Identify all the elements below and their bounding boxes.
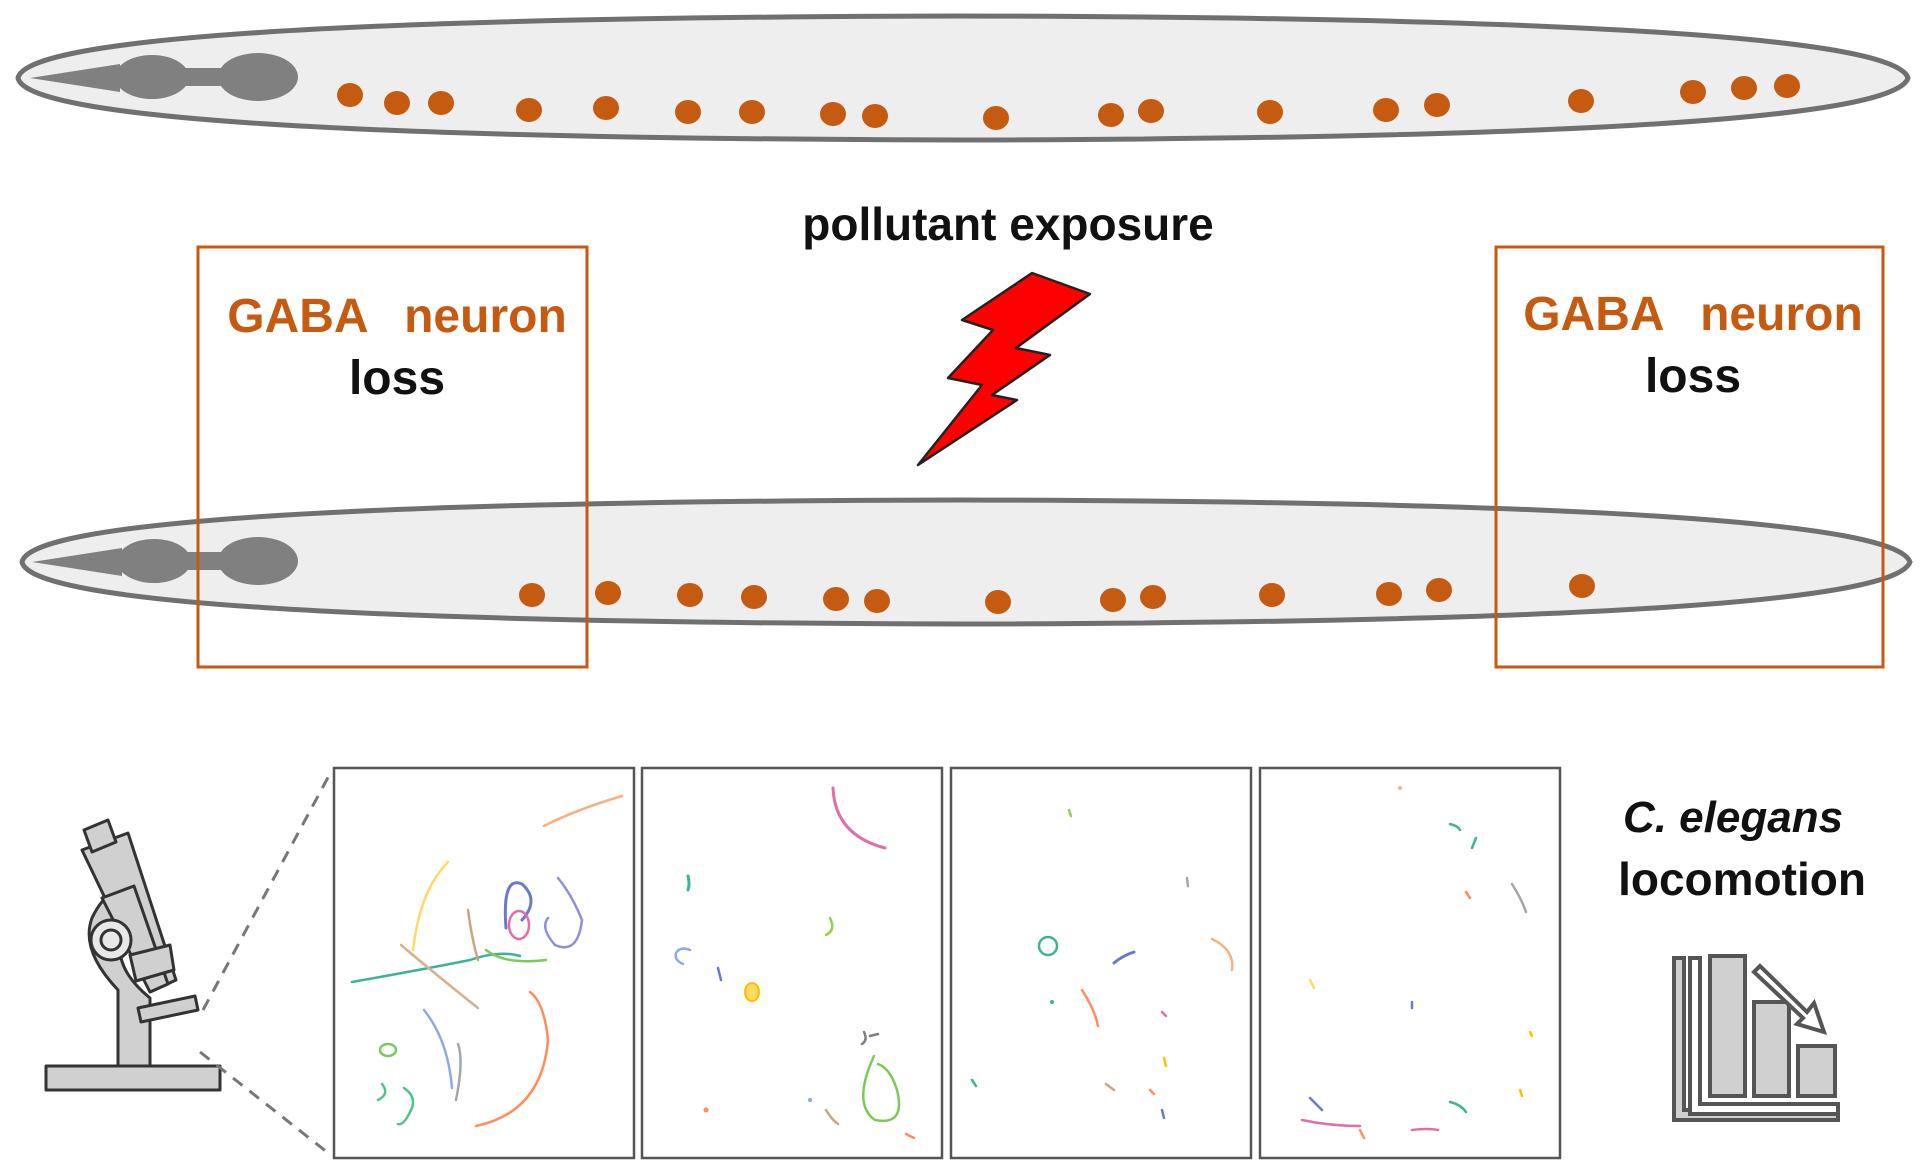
- neuron-dot: [1100, 588, 1126, 612]
- track-panel-1: [332, 766, 636, 1160]
- neuron-dots-control: [337, 74, 1800, 130]
- neuron-dot: [384, 91, 410, 115]
- worm-head: [30, 53, 298, 101]
- track-panel-4: [1258, 766, 1562, 1160]
- neuron-dot: [823, 587, 849, 611]
- neuron-dot: [864, 589, 890, 613]
- neuron-dot: [1257, 100, 1283, 124]
- locomotion-label: locomotion: [1618, 853, 1866, 905]
- neuron-dot: [741, 585, 767, 609]
- neuron-dot: [428, 91, 454, 115]
- worm-head: [32, 537, 298, 585]
- neuron-dot: [516, 98, 542, 122]
- neuron-loss-box-left: GABA neuron loss: [196, 245, 589, 669]
- worm-exposed: [19, 497, 1913, 627]
- neuron-dot: [677, 583, 703, 607]
- neuron-dot: [1373, 98, 1399, 122]
- neuron-dot: [985, 590, 1011, 614]
- zoom-lines: [199, 769, 334, 1158]
- neuron-label: neuron: [404, 290, 567, 343]
- neuron-dot: [595, 581, 621, 605]
- microscope-icon: [44, 818, 222, 1092]
- neuron-dots-exposed: [519, 574, 1595, 614]
- loss-label: loss: [349, 352, 445, 405]
- exposure-label: pollutant exposure: [802, 198, 1213, 250]
- neuron-label: neuron: [1700, 288, 1863, 341]
- track-panel-2: [640, 766, 944, 1160]
- neuron-dot: [820, 102, 846, 126]
- neuron-dot: [675, 100, 701, 124]
- neuron-dot: [1774, 74, 1800, 98]
- neuron-dot: [1424, 93, 1450, 117]
- neuron-dot: [1680, 80, 1706, 104]
- gaba-label: GABA: [1523, 288, 1664, 341]
- loss-label: loss: [1645, 350, 1741, 403]
- species-label: C. elegans: [1623, 793, 1843, 842]
- neuron-loss-box-right: GABA neuron loss: [1494, 245, 1885, 669]
- neuron-dot: [1138, 99, 1164, 123]
- neuron-dot: [593, 96, 619, 120]
- neuron-dot: [983, 106, 1009, 130]
- neuron-dot: [1568, 89, 1594, 113]
- svg-text:GABA neuron: GABA neuron: [1523, 288, 1863, 341]
- svg-text:GABA neuron: GABA neuron: [227, 290, 567, 343]
- worm-body: [15, 13, 1911, 143]
- neuron-dot: [337, 83, 363, 107]
- lightning-bolt-icon: [916, 271, 1092, 467]
- neuron-dot: [1140, 585, 1166, 609]
- neuron-dot: [1376, 582, 1402, 606]
- neuron-dot: [1259, 583, 1285, 607]
- neuron-dot: [1569, 574, 1595, 598]
- neuron-dot: [519, 583, 545, 607]
- track-panel-3: [949, 766, 1253, 1160]
- worm-body: [19, 497, 1913, 627]
- bar-chart-decrease-icon: [1672, 954, 1840, 1122]
- neuron-dot: [739, 100, 765, 124]
- neuron-dot: [862, 104, 888, 128]
- gaba-label: GABA: [227, 290, 368, 343]
- neuron-dot: [1731, 76, 1757, 100]
- neuron-dot: [1098, 103, 1124, 127]
- worm-control: [15, 13, 1911, 143]
- neuron-dot: [1426, 578, 1452, 602]
